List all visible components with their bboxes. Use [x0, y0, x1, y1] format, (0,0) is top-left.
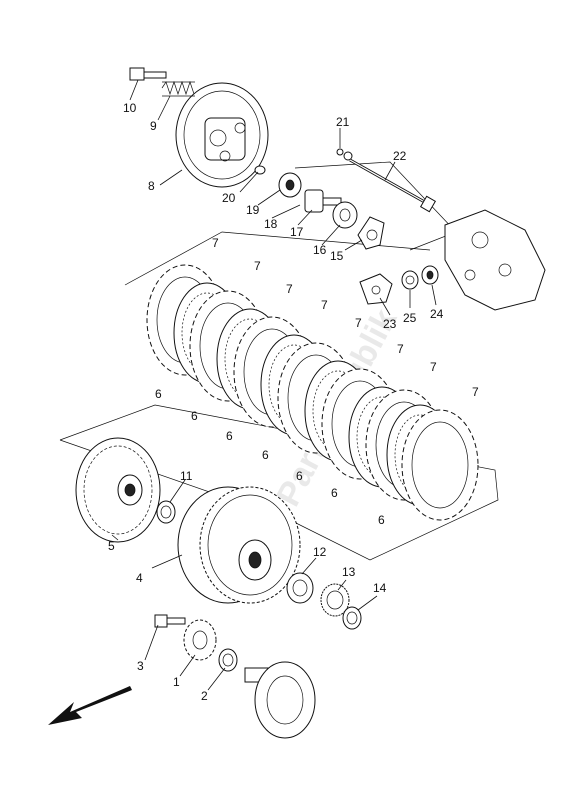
callout-17: 17	[290, 225, 304, 239]
callout-7h: 7	[472, 385, 479, 399]
plates-group-outline-top	[124, 231, 431, 286]
callout-labels: 10 9 8 21 22 20 19 18 17 16 15 23 25 24 …	[108, 101, 479, 703]
callout-20: 20	[222, 191, 236, 205]
collar-2	[218, 648, 238, 672]
crankcase-fragment	[444, 209, 546, 311]
callout-19: 19	[246, 203, 260, 217]
callout-15: 15	[330, 249, 344, 263]
spring	[161, 80, 195, 97]
push-piece-17	[304, 189, 342, 213]
callout-7g: 7	[430, 360, 437, 374]
friction-plate	[401, 409, 479, 521]
callout-11: 11	[180, 469, 193, 483]
callout-6b: 6	[191, 409, 198, 423]
callout-6d: 6	[262, 448, 269, 462]
bolt-3	[154, 614, 186, 628]
oil-seal-25	[401, 270, 419, 290]
pressure-plate	[175, 82, 269, 188]
callout-7f: 7	[397, 342, 404, 356]
callout-25: 25	[403, 311, 417, 325]
callout-6e: 6	[296, 469, 303, 483]
callout-8: 8	[148, 179, 155, 193]
callout-7a: 7	[212, 236, 219, 250]
callout-6g: 6	[378, 513, 385, 527]
callout-1: 1	[173, 675, 180, 689]
callout-7d: 7	[321, 298, 328, 312]
bearing-19	[278, 172, 302, 198]
callout-18: 18	[264, 217, 278, 231]
callout-4: 4	[136, 571, 143, 585]
callout-7e: 7	[355, 316, 362, 330]
callout-22: 22	[393, 149, 407, 163]
clutch-boss	[75, 437, 161, 543]
pushrod-group-outline	[294, 161, 457, 251]
callout-6c: 6	[226, 429, 233, 443]
callout-7b: 7	[254, 259, 261, 273]
ball-21	[336, 148, 353, 161]
leader-lines	[111, 79, 437, 691]
lock-washer-15	[357, 216, 385, 250]
callout-6f: 6	[331, 486, 338, 500]
callout-10: 10	[123, 101, 137, 115]
nut-16	[332, 201, 358, 229]
callout-2: 2	[201, 689, 208, 703]
callout-3: 3	[137, 659, 144, 673]
spacer-12	[286, 572, 314, 604]
thrust-washer-11	[156, 500, 176, 524]
callout-12: 12	[313, 545, 327, 559]
clutch-plate-stack	[146, 264, 479, 521]
callout-6a: 6	[155, 387, 162, 401]
callout-24: 24	[430, 307, 444, 321]
callout-5: 5	[108, 539, 115, 553]
washer-20	[254, 165, 266, 175]
bearing-24	[421, 265, 439, 285]
callout-9: 9	[150, 119, 157, 133]
bolt-10	[129, 67, 167, 81]
callout-21: 21	[336, 115, 350, 129]
callout-16: 16	[313, 243, 327, 257]
callout-13: 13	[342, 565, 356, 579]
callout-14: 14	[373, 581, 387, 595]
push-lever-23	[359, 273, 393, 305]
front-direction-arrow	[48, 686, 132, 725]
callout-23: 23	[383, 317, 397, 331]
clutch-housing	[177, 486, 301, 604]
crankshaft-fragment	[244, 661, 316, 739]
washer-14	[342, 606, 362, 630]
callout-7c: 7	[286, 282, 293, 296]
push-rod	[349, 158, 437, 213]
needle-bearing-13	[320, 583, 350, 617]
primary-drive-gear	[183, 619, 217, 661]
